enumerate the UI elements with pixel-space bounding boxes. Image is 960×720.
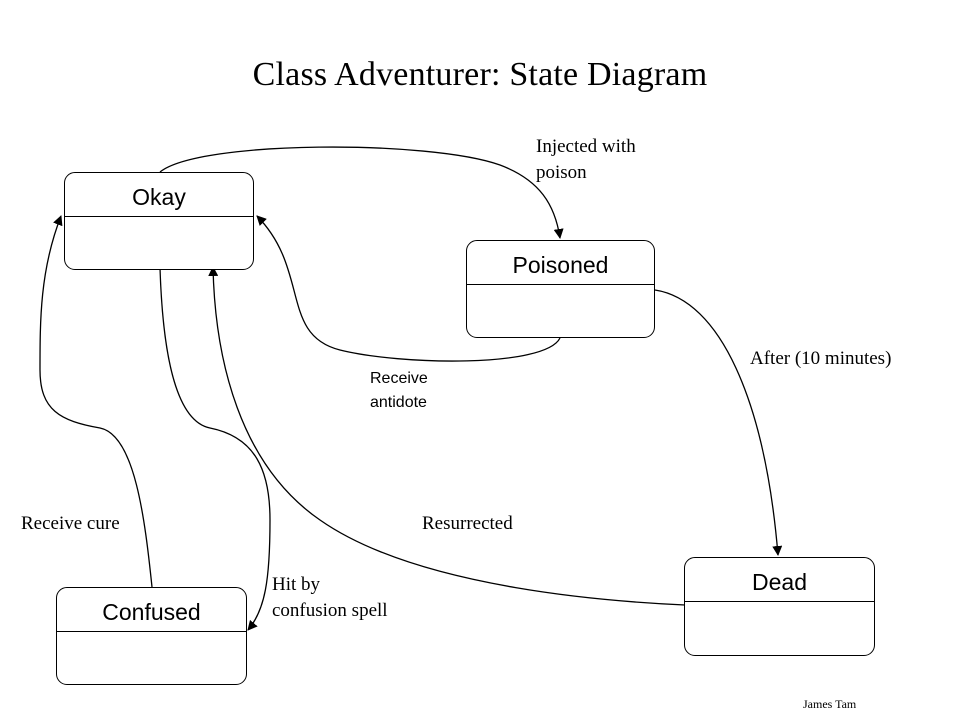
diagram-title: Class Adventurer: State Diagram xyxy=(252,56,708,93)
state-confused-name: Confused xyxy=(57,588,246,632)
arrow-confused-to-okay xyxy=(39,215,153,588)
arrow-okay-to-poisoned xyxy=(159,146,564,239)
arrow-poisoned-to-okay xyxy=(256,215,561,362)
label-line: Hit by xyxy=(272,574,321,595)
label-after-10-minutes: After (10 minutes) xyxy=(750,348,892,369)
state-poisoned-name: Poisoned xyxy=(467,241,654,285)
state-poisoned: Poisoned xyxy=(466,240,655,338)
author-credit: James Tam xyxy=(803,697,857,711)
label-receive-cure: Receive cure xyxy=(21,513,120,534)
label-line: confusion spell xyxy=(272,600,388,621)
state-confused: Confused xyxy=(56,587,247,685)
label-line: poison xyxy=(536,162,587,183)
arrow-poisoned-to-dead xyxy=(654,289,783,556)
label-receive-antidote: Receive antidote xyxy=(370,367,428,415)
label-line: Injected with xyxy=(536,136,636,157)
label-line: Receive xyxy=(370,370,428,387)
label-injected-with-poison: Injected with poison xyxy=(536,134,636,186)
state-dead: Dead xyxy=(684,557,875,656)
label-resurrected: Resurrected xyxy=(422,513,513,534)
label-hit-by-confusion-spell: Hit by confusion spell xyxy=(272,572,388,624)
state-dead-name: Dead xyxy=(685,558,874,602)
arrow-dead-to-okay xyxy=(208,266,686,606)
state-okay: Okay xyxy=(64,172,254,270)
state-okay-name: Okay xyxy=(65,173,253,217)
arrow-okay-to-confused xyxy=(159,267,271,631)
label-line: antidote xyxy=(370,394,427,411)
